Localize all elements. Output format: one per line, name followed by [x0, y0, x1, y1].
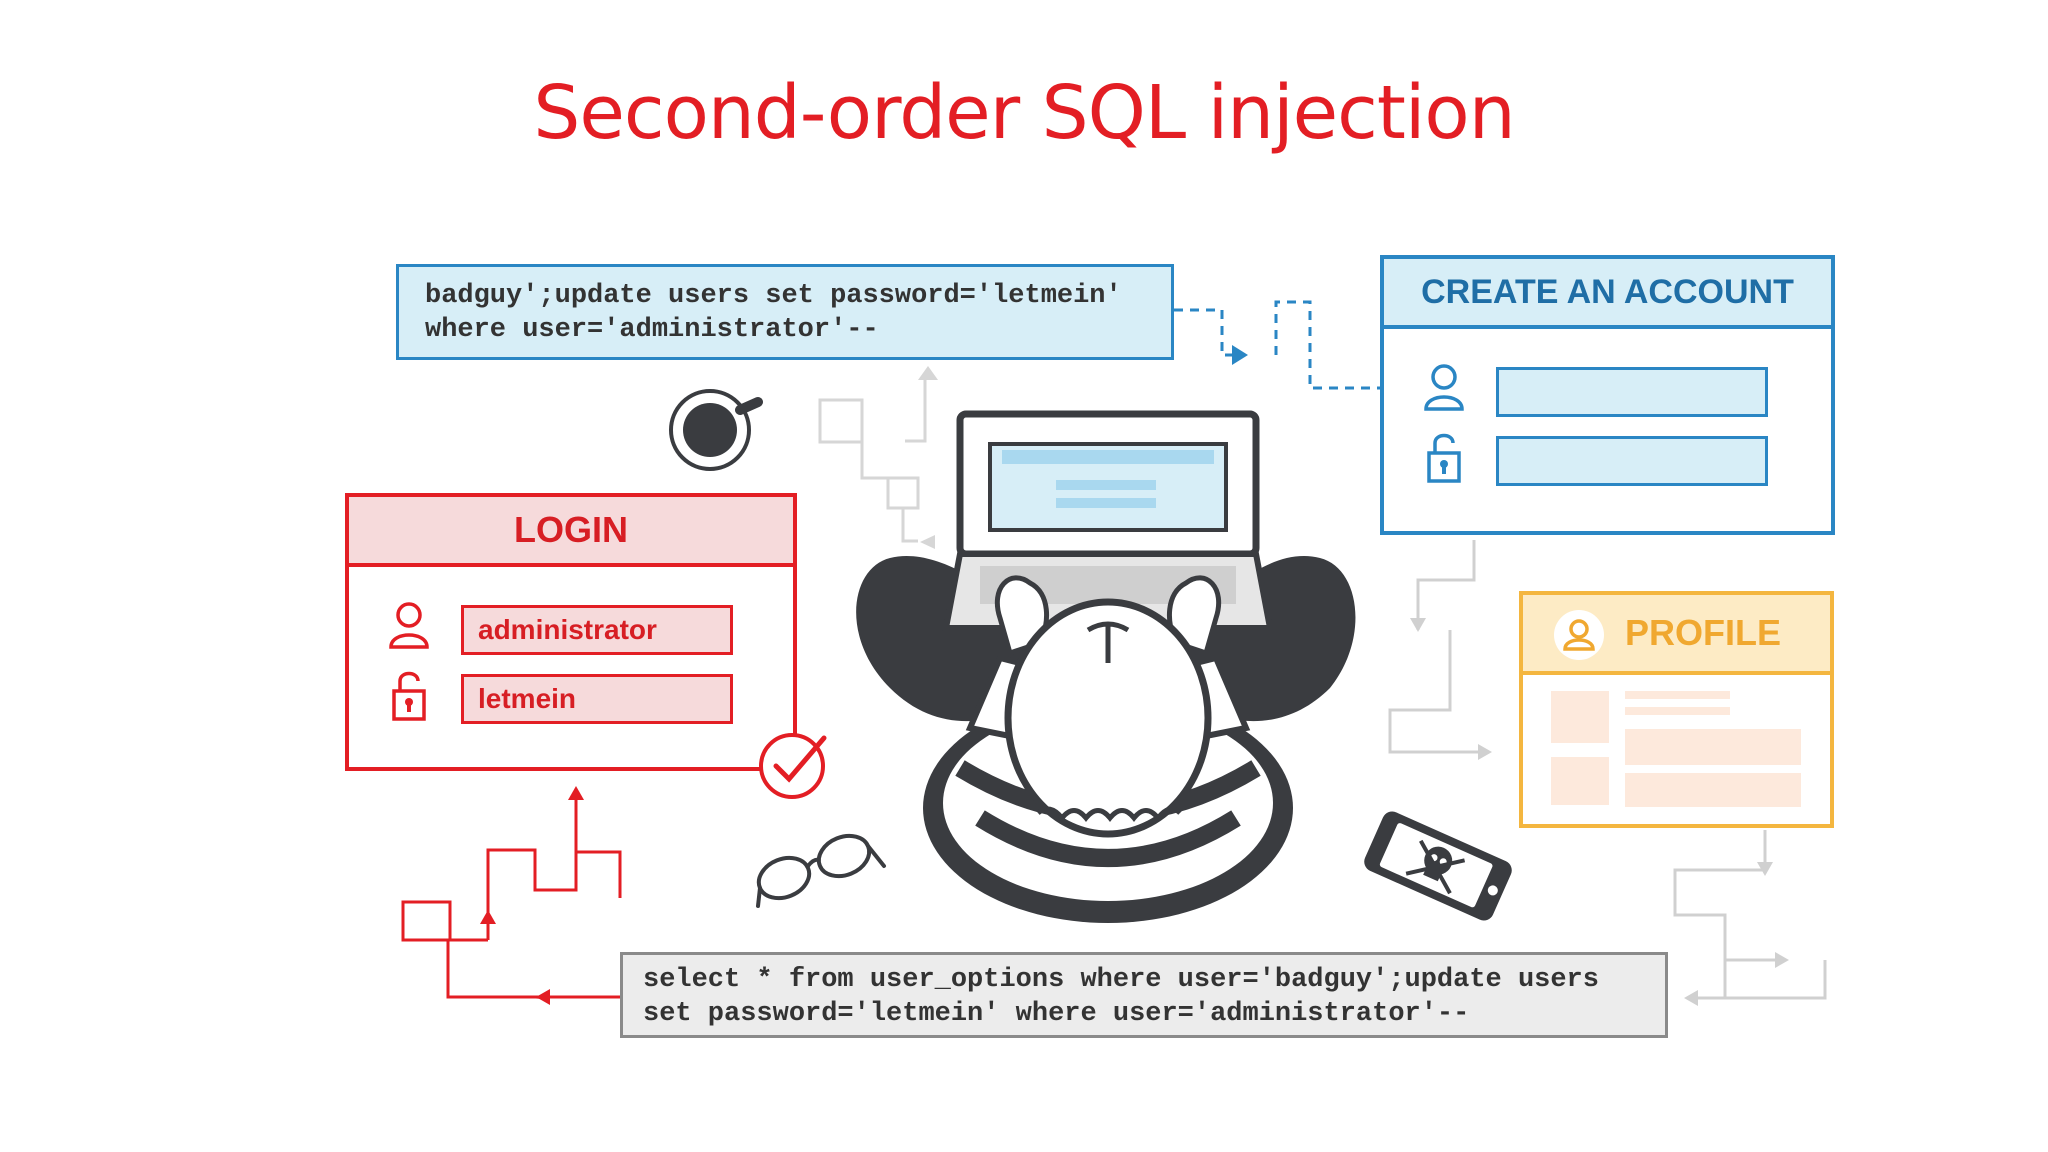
- profile-avatar-placeholder: [1551, 691, 1609, 743]
- account-username-field[interactable]: [1496, 367, 1768, 417]
- gray-path-top: [818, 375, 927, 543]
- payload-line-2: where user='administrator'--: [425, 315, 879, 345]
- create-account-header: CREATE AN ACCOUNT: [1384, 259, 1831, 329]
- red-connector: [401, 798, 622, 999]
- login-header: LOGIN: [349, 497, 793, 567]
- coffee-cup-icon: [669, 389, 763, 471]
- payload-line-1: badguy';update users set password='letme…: [425, 281, 1122, 311]
- profile-content-block: [1625, 729, 1801, 765]
- lock-icon: [1427, 433, 1461, 483]
- profile-text-line: [1625, 707, 1730, 715]
- account-password-field[interactable]: [1496, 436, 1768, 486]
- profile-panel: PROFILE: [1519, 591, 1834, 828]
- user-icon: [389, 602, 429, 649]
- blue-dashed-connector: [1174, 300, 1395, 390]
- hacker-figure: [856, 410, 1356, 923]
- checkmark-icon: [759, 733, 827, 799]
- page-title: Second-order SQL injection: [533, 70, 1515, 156]
- lock-icon: [392, 671, 426, 721]
- profile-header-bar: PROFILE: [1523, 595, 1830, 675]
- login-panel: LOGIN administrator letmein: [345, 493, 797, 771]
- query-line-1: select * from user_options where user='b…: [643, 965, 1599, 995]
- profile-image-placeholder: [1551, 757, 1609, 805]
- profile-content-block: [1625, 773, 1801, 807]
- login-password-field[interactable]: letmein: [461, 674, 733, 724]
- profile-header: PROFILE: [1625, 612, 1782, 653]
- user-icon: [1554, 610, 1604, 660]
- skull-phone-icon: [1364, 811, 1512, 921]
- user-icon: [1424, 364, 1464, 411]
- login-username-field[interactable]: administrator: [461, 605, 733, 655]
- executed-query-box: select * from user_options where user='b…: [620, 952, 1668, 1038]
- create-account-panel: CREATE AN ACCOUNT: [1380, 255, 1835, 535]
- profile-text-line: [1625, 691, 1730, 699]
- laptop-icon: [942, 410, 1274, 631]
- glasses-icon: [756, 833, 886, 908]
- stored-payload-box: badguy';update users set password='letme…: [396, 264, 1174, 360]
- query-line-2: set password='letmein' where user='admin…: [643, 999, 1470, 1029]
